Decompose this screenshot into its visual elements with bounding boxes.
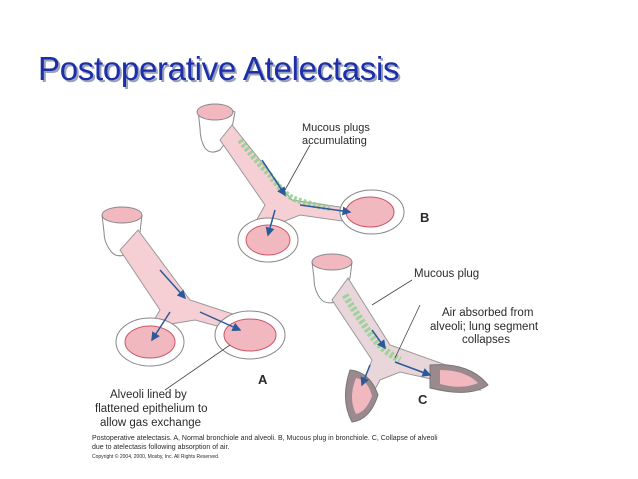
label-c-air-absorbed-line1: Air absorbed from [442, 307, 533, 319]
panel-a-alveoli-right [215, 311, 285, 359]
panel-b-bronchiole [197, 104, 404, 262]
panel-b-letter: B [420, 210, 429, 225]
copyright-line: Copyright © 2004, 2000, Mosby, Inc. All … [92, 453, 219, 460]
label-a-alveoli-line2: flattened epithelium to [95, 403, 208, 415]
label-c-mucous-plug: Mucous plug [414, 268, 479, 280]
panel-a-letter: A [258, 372, 268, 387]
panel-b-alveoli-left [238, 218, 298, 262]
label-a-alveoli-line1: Alveoli lined by [110, 389, 187, 401]
label-c-air-absorbed-line2: alveoli; lung segment [430, 321, 539, 333]
panel-c-letter: C [418, 392, 428, 407]
panel-c-collapsed-alveoli-right [430, 365, 488, 393]
label-a-alveoli-line3: allow gas exchange [100, 417, 201, 429]
label-b-mucous-plugs-line1: Mucous plugs [302, 122, 370, 134]
caption-line1: Postoperative atelectasis. A, Normal bro… [92, 435, 438, 442]
label-b-mucous-plugs-line2: accumulating [302, 135, 367, 147]
label-c-air-absorbed-line3: collapses [462, 334, 510, 346]
panel-a-alveoli-left [116, 318, 184, 366]
caption-line2: due to atelectasis following absorption … [92, 444, 229, 451]
